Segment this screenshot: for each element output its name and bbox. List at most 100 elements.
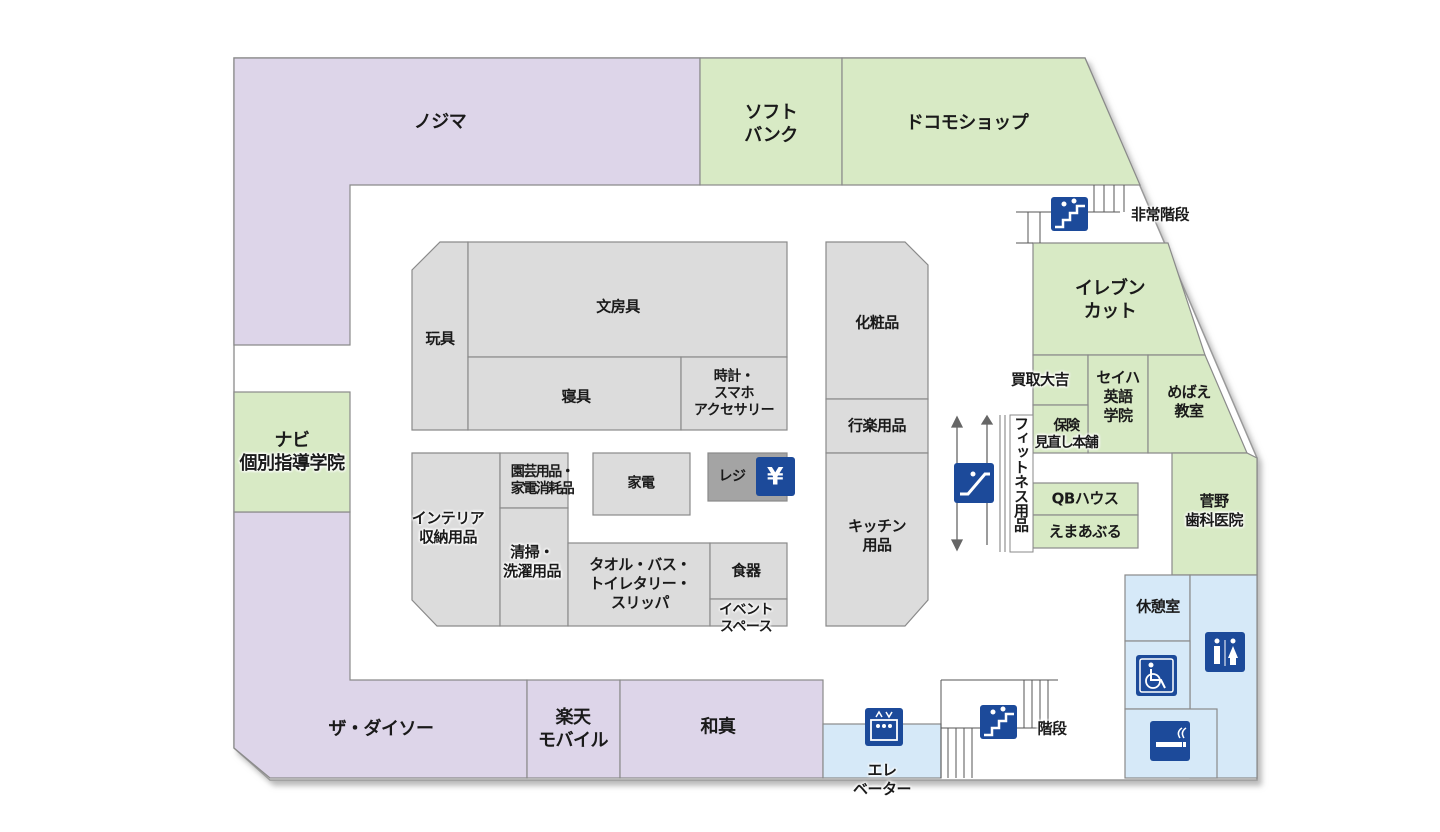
- towel-line-1: タオル・バス・: [589, 555, 691, 574]
- section-bedding-label: 寝具: [561, 387, 591, 406]
- interior-line-1: インテリア: [411, 509, 485, 527]
- section-cosmetics[interactable]: [825, 241, 929, 400]
- wheelchair-icon[interactable]: [1136, 655, 1177, 696]
- section-event[interactable]: [709, 598, 788, 627]
- accessible-restroom-area[interactable]: [1124, 640, 1191, 710]
- tenant-daiso-label: ザ・ダイソー: [328, 718, 435, 740]
- stairs-label: 階段: [1037, 719, 1067, 738]
- section-garden-label: 園芸用品・ 家電消耗品: [510, 464, 575, 498]
- lounge-area[interactable]: [1124, 574, 1191, 642]
- garden-line-2: 家電消耗品: [510, 481, 575, 497]
- tenant-docomo[interactable]: [841, 57, 1141, 186]
- watch-line-1: 時計・: [713, 368, 755, 385]
- section-watch-label: 時計・ スマホ アクセサリー: [693, 368, 775, 420]
- section-kitchen[interactable]: [825, 452, 929, 627]
- elevator-label: エレ ベーター: [852, 761, 912, 799]
- mebae-line-2: 教室: [1174, 402, 1204, 420]
- rakuten-line-2: モバイル: [538, 730, 609, 751]
- garden-line-1: 園芸用品・: [510, 464, 575, 480]
- section-appliance-label: 家電: [627, 475, 656, 492]
- tenant-emaabu[interactable]: [1032, 514, 1139, 549]
- section-watch[interactable]: [680, 356, 788, 431]
- softbank-line-2: バンク: [744, 125, 798, 146]
- section-stationery-label: 文房具: [596, 297, 640, 316]
- tenant-rakuten-label: 楽天 モバイル: [538, 706, 609, 752]
- kitchen-line-2: 用品: [862, 536, 892, 554]
- interior-line-2: 収納用品: [418, 528, 478, 546]
- tenant-hoken-label: 保険 見直し本舗: [1034, 418, 1099, 452]
- tenant-sugano-label: 菅野 歯科医院: [1184, 492, 1244, 530]
- tenant-hoken[interactable]: [1032, 404, 1089, 454]
- navi-line-2: 個別指導学院: [239, 453, 346, 474]
- event-line-2: スペース: [719, 619, 773, 635]
- tenant-qb-house[interactable]: [1032, 482, 1139, 516]
- section-towel[interactable]: [567, 542, 711, 627]
- tenant-sugano[interactable]: [1171, 452, 1258, 576]
- emergency-stairs-label: 非常階段: [1130, 205, 1190, 224]
- lounge-label: 休憩室: [1136, 597, 1180, 616]
- watch-line-2: スマホ: [713, 385, 755, 402]
- section-tableware-label: 食器: [731, 561, 761, 580]
- elevator-line-2: ベーター: [852, 780, 912, 798]
- event-line-1: イベント: [719, 602, 774, 618]
- section-event-label: イベント スペース: [719, 602, 774, 636]
- tenant-washin[interactable]: [619, 679, 824, 779]
- seiha-line-3: 学院: [1103, 406, 1133, 425]
- section-register-label: レジ: [718, 468, 747, 485]
- rakuten-line-1: 楽天: [555, 707, 592, 728]
- seiha-line-2: 英語: [1103, 387, 1133, 406]
- tenant-softbank-label: ソフト バンク: [744, 101, 798, 147]
- eleven-cut-line-2: カット: [1083, 301, 1137, 322]
- section-interior[interactable]: [411, 452, 501, 627]
- section-toys-label: 玩具: [425, 329, 455, 348]
- kitchen-line-1: キッチン: [847, 517, 907, 535]
- tenant-kaitori-label: 買取大吉: [1010, 370, 1070, 389]
- section-cleaning-label: 清掃・ 洗濯用品: [502, 543, 562, 581]
- section-stationery[interactable]: [467, 241, 788, 358]
- section-bedding[interactable]: [467, 356, 682, 431]
- escalator-icon[interactable]: [954, 463, 994, 503]
- softbank-line-1: ソフト: [744, 102, 798, 123]
- section-towel-label: タオル・バス・ トイレタリー・ スリッパ: [589, 556, 691, 613]
- section-interior-label: インテリア 収納用品: [412, 509, 485, 547]
- tenant-navi-label: ナビ 個別指導学院: [239, 429, 346, 475]
- navi-line-1: ナビ: [274, 430, 311, 451]
- watch-line-3: アクセサリー: [693, 402, 775, 419]
- elevator-icon[interactable]: [865, 708, 903, 746]
- tenant-navi[interactable]: [233, 391, 351, 513]
- escalator-lines: [950, 414, 1006, 552]
- section-kitchen-label: キッチン 用品: [847, 517, 907, 555]
- section-garden[interactable]: [499, 452, 569, 509]
- mebae-line-1: めばえ: [1167, 383, 1211, 401]
- tenant-mebae-label: めばえ 教室: [1167, 383, 1211, 421]
- towel-line-2: トイレタリー・: [589, 574, 691, 593]
- section-toys[interactable]: [411, 241, 469, 431]
- towel-line-3: スリッパ: [610, 593, 670, 612]
- sugano-line-2: 歯科医院: [1184, 511, 1244, 529]
- tenant-rakuten-mobile[interactable]: [526, 679, 621, 779]
- section-leisure[interactable]: [825, 398, 929, 454]
- elevator-line-1: エレ: [867, 761, 897, 779]
- emergency-stairs-icon[interactable]: [1051, 197, 1088, 231]
- tenant-eleven-cut-label: イレブン カット: [1075, 277, 1146, 323]
- section-appliance[interactable]: [592, 452, 691, 516]
- yen-icon: [756, 457, 795, 496]
- hoken-line-2: 見直し本舗: [1034, 435, 1099, 451]
- seiha-line-1: セイハ: [1096, 368, 1140, 387]
- cleaning-line-2: 洗濯用品: [502, 562, 562, 580]
- fitness-section[interactable]: [1009, 414, 1034, 553]
- section-leisure-label: 行楽用品: [847, 416, 907, 435]
- sugano-line-1: 菅野: [1199, 492, 1229, 510]
- cleaning-line-1: 清掃・: [510, 543, 554, 561]
- restroom-icon[interactable]: [1205, 632, 1245, 672]
- tenant-qb-label: QBハウス: [1051, 489, 1119, 508]
- eleven-cut-line-1: イレブン: [1075, 278, 1146, 299]
- tenant-seiha[interactable]: [1087, 354, 1149, 454]
- smoking-icon[interactable]: [1150, 721, 1190, 761]
- tenant-nojima-label: ノジマ: [413, 111, 467, 133]
- tenant-seiha-label: セイハ 英語 学院: [1096, 368, 1140, 426]
- tenant-emaabu-label: えまあぶる: [1048, 522, 1122, 541]
- stairs-icon[interactable]: [980, 705, 1017, 739]
- section-cosmetics-label: 化粧品: [855, 313, 899, 332]
